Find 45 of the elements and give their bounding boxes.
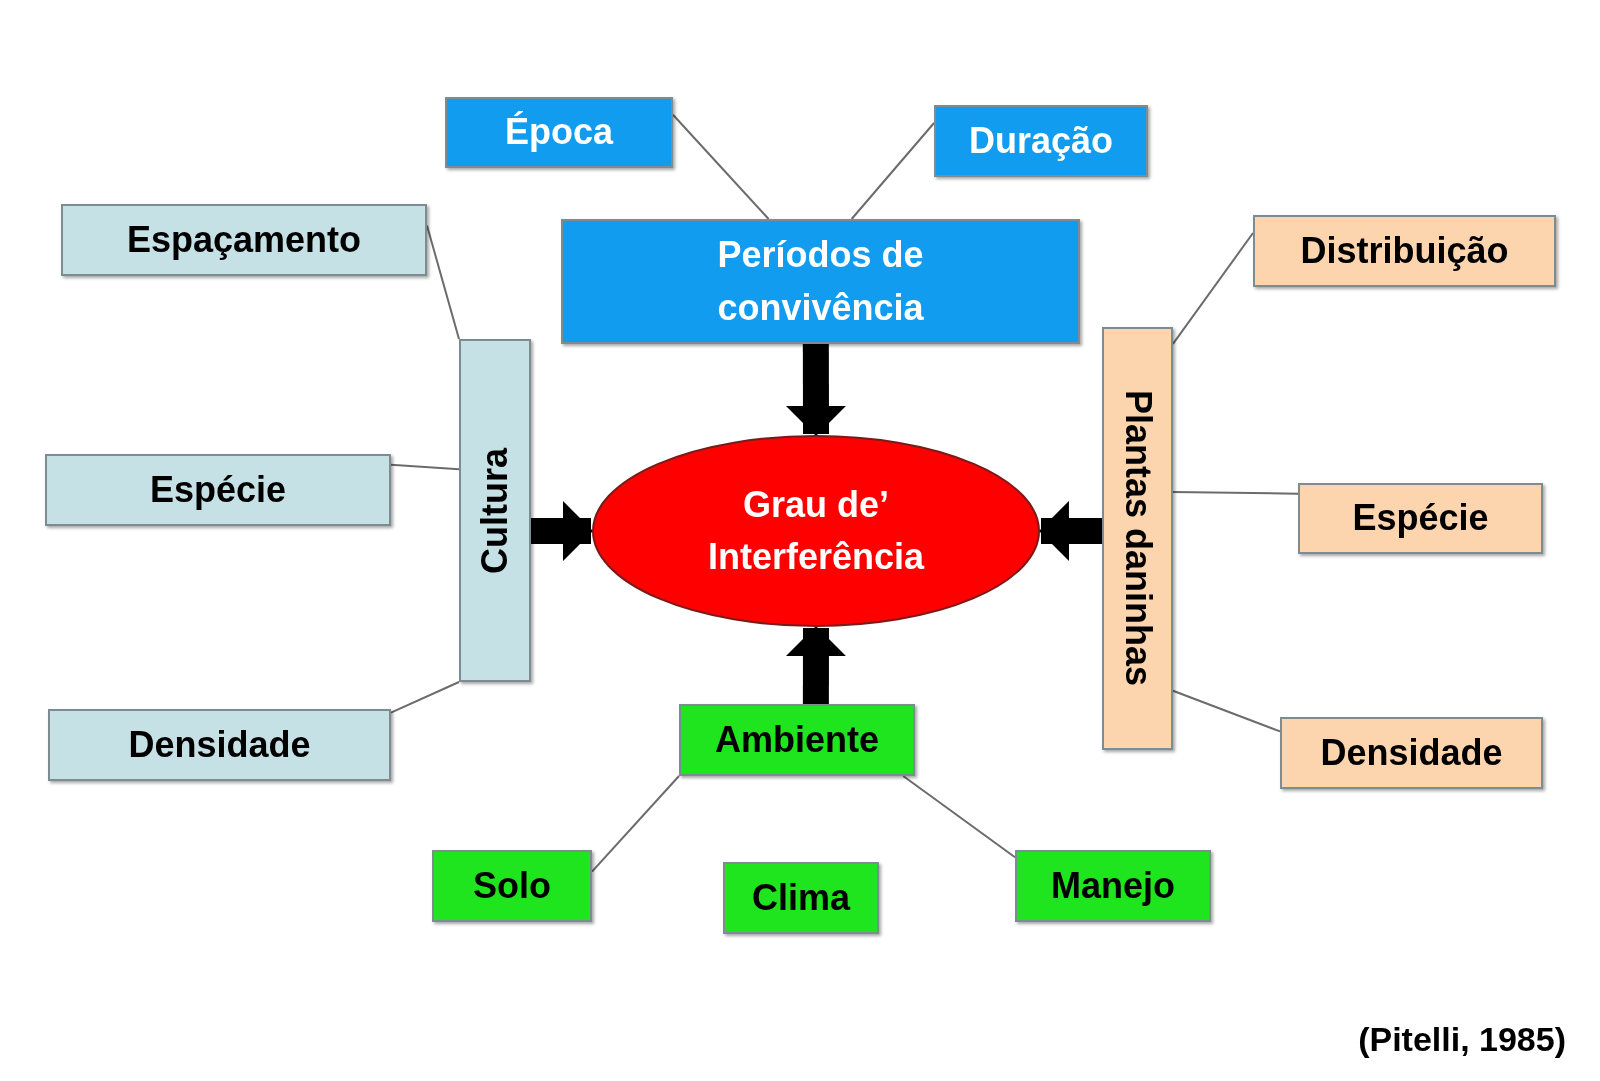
node-label: Espaçamento xyxy=(126,217,362,262)
node-label: Cultura xyxy=(472,447,516,574)
connector-line xyxy=(672,113,770,220)
factor-box xyxy=(723,862,879,934)
node-label: Duração xyxy=(968,118,1114,163)
block-arrow xyxy=(531,501,593,562)
factor-box xyxy=(459,339,531,682)
node-label: Manejo xyxy=(1051,863,1175,908)
factor-box xyxy=(679,704,915,776)
node-label: Solo xyxy=(473,863,551,908)
node-label: Períodos de convivência xyxy=(716,233,925,330)
factor-box xyxy=(934,105,1148,177)
node-label: Ambiente xyxy=(715,717,879,762)
node-label: Clima xyxy=(751,875,850,920)
node-label: Plantas daninhas xyxy=(1116,390,1160,687)
node-label: Densidade xyxy=(128,722,311,767)
connector-line xyxy=(850,122,935,220)
connector-line xyxy=(1172,490,1299,495)
factor-box xyxy=(1015,850,1211,922)
connector-line xyxy=(1172,232,1254,345)
factor-box xyxy=(48,709,391,781)
connector-line xyxy=(591,775,680,873)
node-label: Época xyxy=(504,110,613,155)
node-label: Espécie xyxy=(1352,496,1489,541)
node-label: Densidade xyxy=(1320,730,1503,775)
connector-line xyxy=(1172,689,1281,733)
block-arrow xyxy=(785,626,846,704)
factor-box xyxy=(445,97,673,168)
block-arrow xyxy=(785,344,846,436)
factor-box xyxy=(1280,717,1543,789)
connector-line xyxy=(390,681,460,714)
factor-box xyxy=(45,454,391,526)
factor-box xyxy=(432,850,592,922)
factor-box xyxy=(561,219,1080,344)
connector-line xyxy=(390,463,460,471)
node-label: Distribuição xyxy=(1300,228,1509,273)
citation: (Pitelli, 1985) xyxy=(1358,1020,1566,1059)
factor-box xyxy=(1253,215,1556,287)
connector-line xyxy=(902,775,1016,859)
factor-box xyxy=(1102,327,1173,750)
block-arrow xyxy=(1039,500,1102,561)
factor-box xyxy=(1298,483,1543,554)
factor-box xyxy=(61,204,427,276)
node-label: Espécie xyxy=(149,467,287,512)
node-label: Grau de’ Interferência xyxy=(706,482,926,579)
